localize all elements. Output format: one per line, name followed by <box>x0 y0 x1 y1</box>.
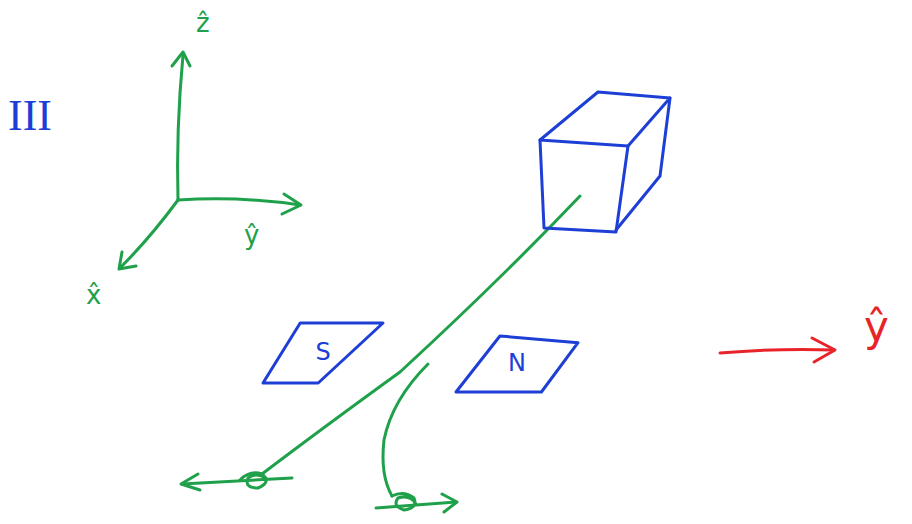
string-branch <box>383 364 428 496</box>
parallelogram <box>263 323 383 383</box>
z-arrowhead <box>172 52 190 66</box>
x-axis <box>120 200 178 268</box>
axis-label: ẑ <box>196 10 210 36</box>
field-arrowhead <box>812 338 835 362</box>
force-arrow <box>182 478 292 484</box>
force-arrow <box>376 502 456 508</box>
y-axis <box>178 199 300 205</box>
parallelogram <box>456 336 578 392</box>
force-arrowhead <box>442 494 457 512</box>
x-arrowhead <box>119 252 136 269</box>
field-arrow <box>720 349 834 353</box>
magnet-pole: S <box>263 323 383 383</box>
pole-label: N <box>508 351 526 375</box>
z-axis <box>178 55 183 200</box>
cube-front <box>540 140 628 232</box>
force-arrowhead <box>181 474 200 490</box>
field-label: ŷ <box>864 306 889 348</box>
pole-label: S <box>315 340 330 364</box>
axis-label: ŷ <box>244 222 259 248</box>
axis-label: x̂ <box>86 282 101 308</box>
cube-side <box>616 98 670 230</box>
string <box>262 196 580 474</box>
y-arrowhead <box>282 194 301 214</box>
cube-top <box>540 92 670 146</box>
figure-number: III <box>8 94 52 138</box>
magnet-pole: N <box>456 336 578 392</box>
